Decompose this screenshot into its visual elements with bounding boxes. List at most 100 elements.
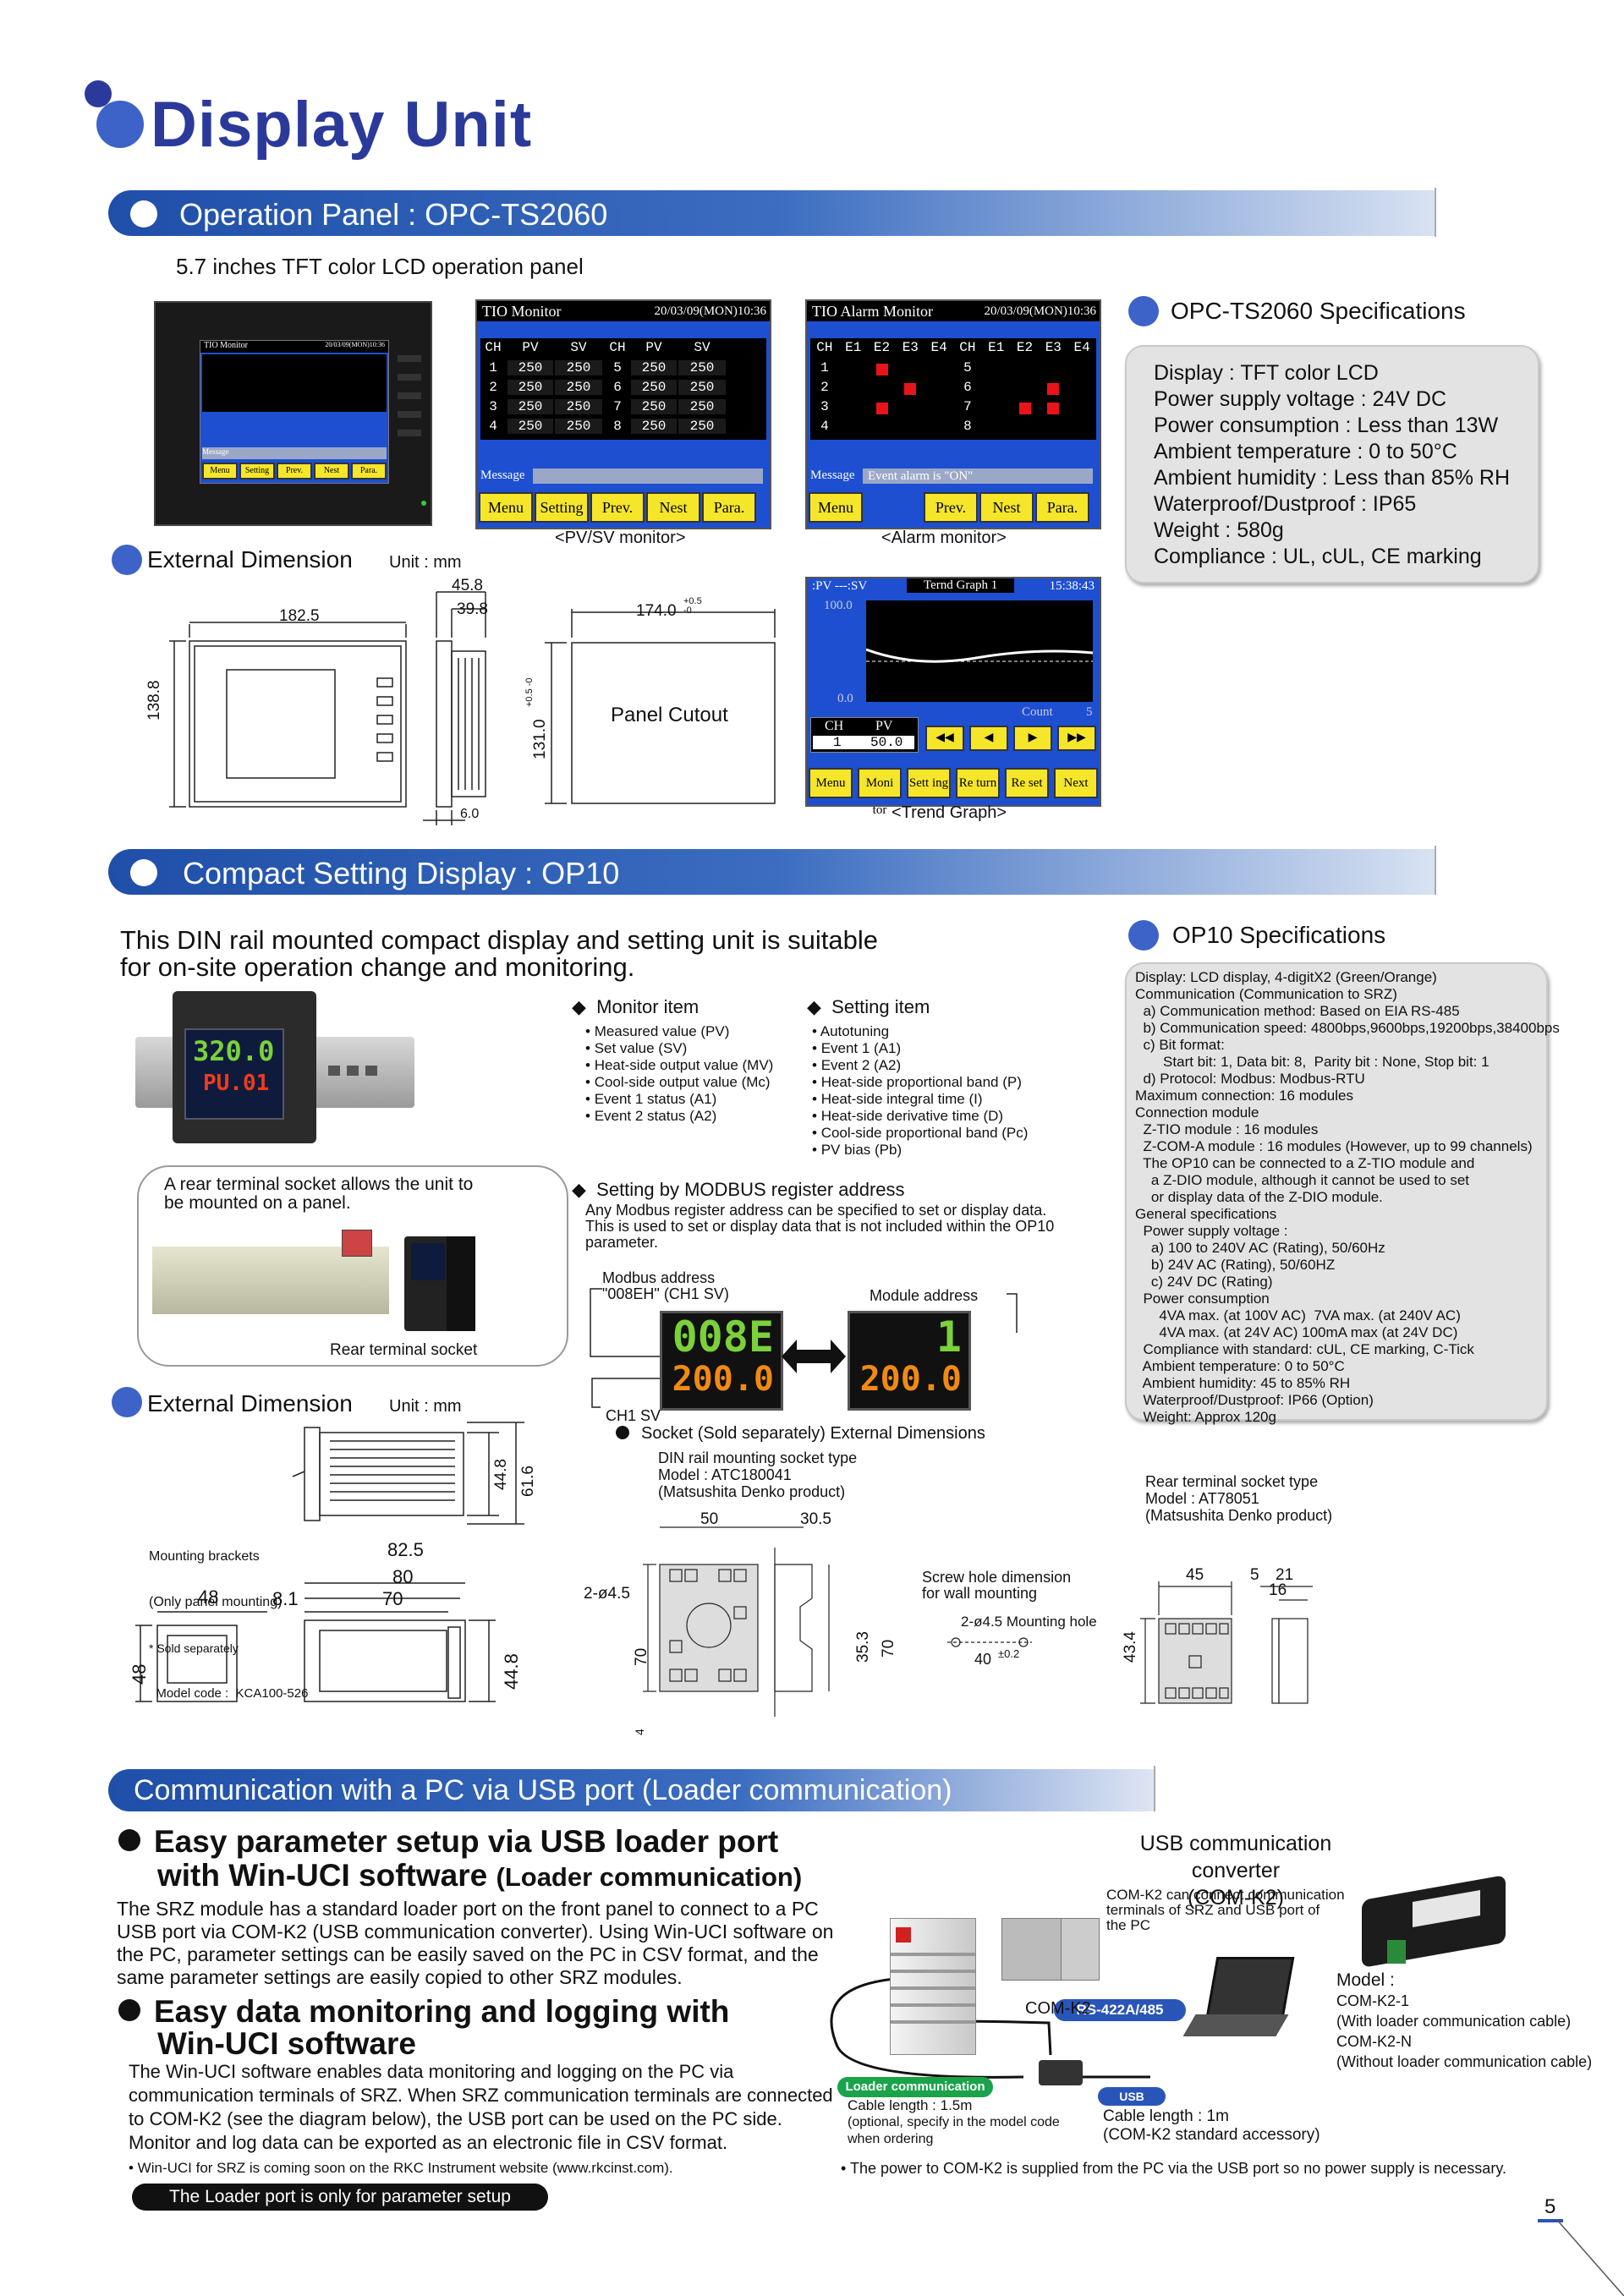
table-cell: 250 (508, 419, 553, 434)
modbus-text: Any Modbus register address can be speci… (585, 1203, 1054, 1251)
usb-heading-1-suffix: (Loader communication) (496, 1862, 803, 1892)
rear-socket-line: (Matsushita Denko product) (1145, 1507, 1333, 1524)
screen-button[interactable]: Nest (314, 463, 349, 479)
usb-heading-2: Easy data monitoring and logging with Wi… (118, 1996, 729, 2060)
table-cell: 4 (820, 419, 829, 434)
spec-line: Compliance : UL, cUL, CE marking (1154, 545, 1482, 568)
lcd-right-top: 1 (935, 1312, 962, 1362)
table-cell: 7 (613, 399, 622, 414)
screen-button[interactable]: Menu (809, 768, 853, 798)
screen-button[interactable]: Menu (809, 492, 863, 523)
op10-dim-w4: 80 (392, 1566, 414, 1587)
rear-dim-w2: 5 (1250, 1566, 1259, 1584)
screen-button[interactable]: Menu (202, 463, 238, 479)
screen-button[interactable]: Para. (1035, 492, 1089, 523)
rear-note-line: A rear terminal socket allows the unit t… (164, 1175, 474, 1194)
usb-paragraph-line: communication terminals of SRZ. When SRZ… (129, 2085, 833, 2106)
modbus-address-label: Modbus address "008EH" (CH1 SV) (602, 1270, 729, 1302)
usb-heading-1-line1: Easy parameter setup via USB loader port (154, 1824, 779, 1859)
screen-button[interactable]: Setting (239, 463, 275, 479)
screw-dist: 40 (974, 1651, 992, 1668)
converter-title-line: (COM-K2) (1188, 1886, 1284, 1910)
converter-note: COM-K2 can connect communication termina… (1106, 1888, 1345, 1933)
ext-dim-unit: Unit : mm (389, 553, 462, 572)
loader-port-pill: The Loader port is only for parameter se… (132, 2184, 548, 2211)
spec-line: Ambient humidity: 45 to 85% RH (1135, 1375, 1351, 1391)
usb-paragraph-line: The Win-UCI software enables data monito… (129, 2061, 734, 2082)
monitor-item-text: Event 1 status (A1) (594, 1091, 717, 1107)
screen-button[interactable]: Re set (1005, 768, 1049, 798)
spec-line: Weight: Approx 120g (1135, 1409, 1276, 1425)
cable-1-line: when ordering (848, 2132, 934, 2146)
pvsv-caption: <PV/SV monitor> (555, 529, 686, 547)
setting-item: • PV bias (Pb) (812, 1142, 903, 1158)
setting-item: • Heat-side proportional band (P) (812, 1074, 1022, 1090)
spec-line: b) Communication speed: 4800bps,9600bps,… (1135, 1020, 1560, 1036)
screen-button[interactable]: Prev. (590, 492, 645, 523)
small-message-label: Message (202, 447, 229, 456)
screen-button[interactable]: Nest (979, 492, 1034, 523)
screen-button[interactable]: Prev. (277, 463, 312, 479)
comk2-device-photo (1362, 1871, 1509, 1972)
trend-arrow-button[interactable]: ▶▶ (1057, 726, 1096, 751)
dim-height: 138.8 (145, 680, 163, 721)
rear-socket-illustration (152, 1221, 406, 1331)
din-dim-w1: 50 (700, 1510, 719, 1528)
socket-bullet (616, 1426, 629, 1439)
table-cell: 1 (820, 360, 829, 375)
screen-button[interactable]: Moni tor (858, 768, 902, 817)
section-op10-header: Compact Setting Display : OP10 (108, 849, 1436, 895)
opc-dimension-drawing (169, 591, 776, 825)
alarm-title: TIO Alarm Monitor (812, 303, 933, 320)
setting-item-text: Heat-side proportional band (P) (820, 1074, 1022, 1090)
table-header: E4 (1073, 340, 1090, 355)
alarm-indicator (1018, 403, 1031, 414)
screen-button[interactable]: Nest (646, 492, 700, 523)
trend-arrow-button[interactable]: ◀ (969, 726, 1008, 751)
model-line: COM-K2-N (1336, 2033, 1412, 2050)
screen-button[interactable]: Next (1054, 768, 1098, 798)
screen-button[interactable]: Sett ing (907, 768, 951, 798)
socket-title: Socket (Sold separately) External Dimens… (616, 1424, 985, 1444)
modbus-title: ◆ Setting by MODBUS register address (572, 1179, 905, 1200)
screen-button[interactable]: Re turn (956, 768, 1000, 798)
table-cell: 5 (613, 360, 622, 375)
screw-hole-label: 2-ø4.5 Mounting hole (961, 1614, 1097, 1630)
trend-graph-screen: :PV ---:SV Ternd Graph 1 15:38:43 100.0 … (805, 577, 1101, 817)
monitor-item: • Heat-side output value (MV) (585, 1057, 774, 1073)
trend-ch-label: CH (825, 719, 844, 733)
rear-dim-w1: 45 (1186, 1566, 1204, 1584)
op10-spec-box: Display: LCD display, 4-digitX2 (Green/O… (1125, 962, 1560, 1425)
usb-paragraph-line: Monitor and log data can be exported as … (129, 2132, 728, 2153)
screen-button[interactable]: Para. (702, 492, 756, 523)
op10-intro-line: for on-site operation change and monitor… (120, 952, 635, 982)
din-dim-h3: 70 (880, 1639, 897, 1658)
spec-line: General specifications (1135, 1206, 1277, 1222)
trend-arrow-button[interactable]: ◀◀ (925, 726, 964, 751)
trend-arrow-row: ◀◀◀▶▶▶ (925, 726, 1100, 751)
section-usb-header: Communication with a PC via USB port (Lo… (108, 1769, 1155, 1811)
monitor-item: • Set value (SV) (585, 1040, 688, 1056)
bracket-note: Mounting brackets (Only panel mounting) … (149, 1519, 308, 1717)
screen-button[interactable]: Prev. (924, 492, 978, 523)
trend-arrow-button[interactable]: ▶ (1013, 726, 1052, 751)
table-cell: 8 (613, 419, 622, 434)
rear-note: A rear terminal socket allows the unit t… (164, 1175, 473, 1213)
pvsv-message-label: Message (480, 469, 525, 482)
rear-dim-w4: 16 (1269, 1581, 1287, 1599)
setting-item-title: ◆ Setting item (807, 996, 930, 1017)
trend-time: 15:38:43 (1049, 579, 1095, 593)
alarm-indicator (875, 403, 888, 414)
screen-button[interactable]: Para. (351, 463, 387, 479)
screen-button[interactable]: Menu (479, 492, 533, 523)
op10-intro: This DIN rail mounted compact display an… (120, 927, 878, 981)
table-cell: 3 (489, 399, 497, 414)
dim-depth-2: 39.8 (457, 600, 488, 618)
table-cell: 2 (489, 380, 497, 395)
cable-1-line: Cable length : 1.5m (848, 2097, 973, 2113)
table-header: E1 (845, 340, 862, 355)
screen-button[interactable]: Setting (535, 492, 589, 523)
table-cell: 250 (508, 399, 553, 414)
trend-pv-value: 50.0 (870, 735, 903, 750)
